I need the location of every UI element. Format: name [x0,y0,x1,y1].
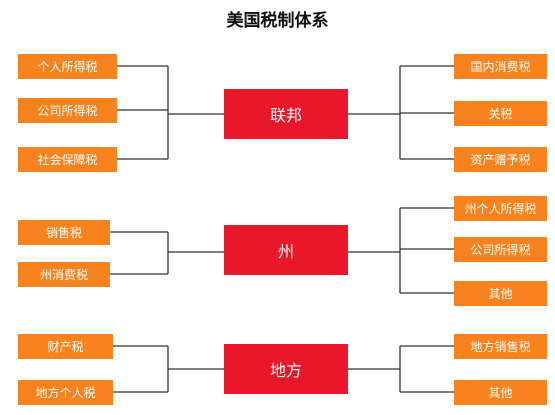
leaf-node: 社会保障税 [18,147,117,172]
leaf-node: 州个人所得税 [454,196,547,221]
leaf-node: 关税 [454,101,547,126]
diagram-title: 美国税制体系 [226,11,329,31]
center-node-local: 地方 [224,344,348,394]
leaf-node: 地方个人税 [18,380,113,405]
leaf-node: 个人所得税 [18,54,117,79]
leaf-node: 其他 [454,281,547,306]
leaf-node: 地方销售税 [454,334,547,359]
center-node-state: 州 [224,225,348,275]
leaf-node: 财产税 [18,334,113,359]
leaf-node: 销售税 [18,220,110,245]
leaf-node: 资产赠予税 [454,147,547,172]
leaf-node: 国内消费税 [454,54,547,79]
leaf-node: 公司所得税 [454,237,547,262]
leaf-node: 公司所得税 [18,98,117,123]
leaf-node: 州消费税 [18,262,110,287]
leaf-node: 其他 [454,380,547,405]
center-node-federal: 联邦 [224,89,348,139]
